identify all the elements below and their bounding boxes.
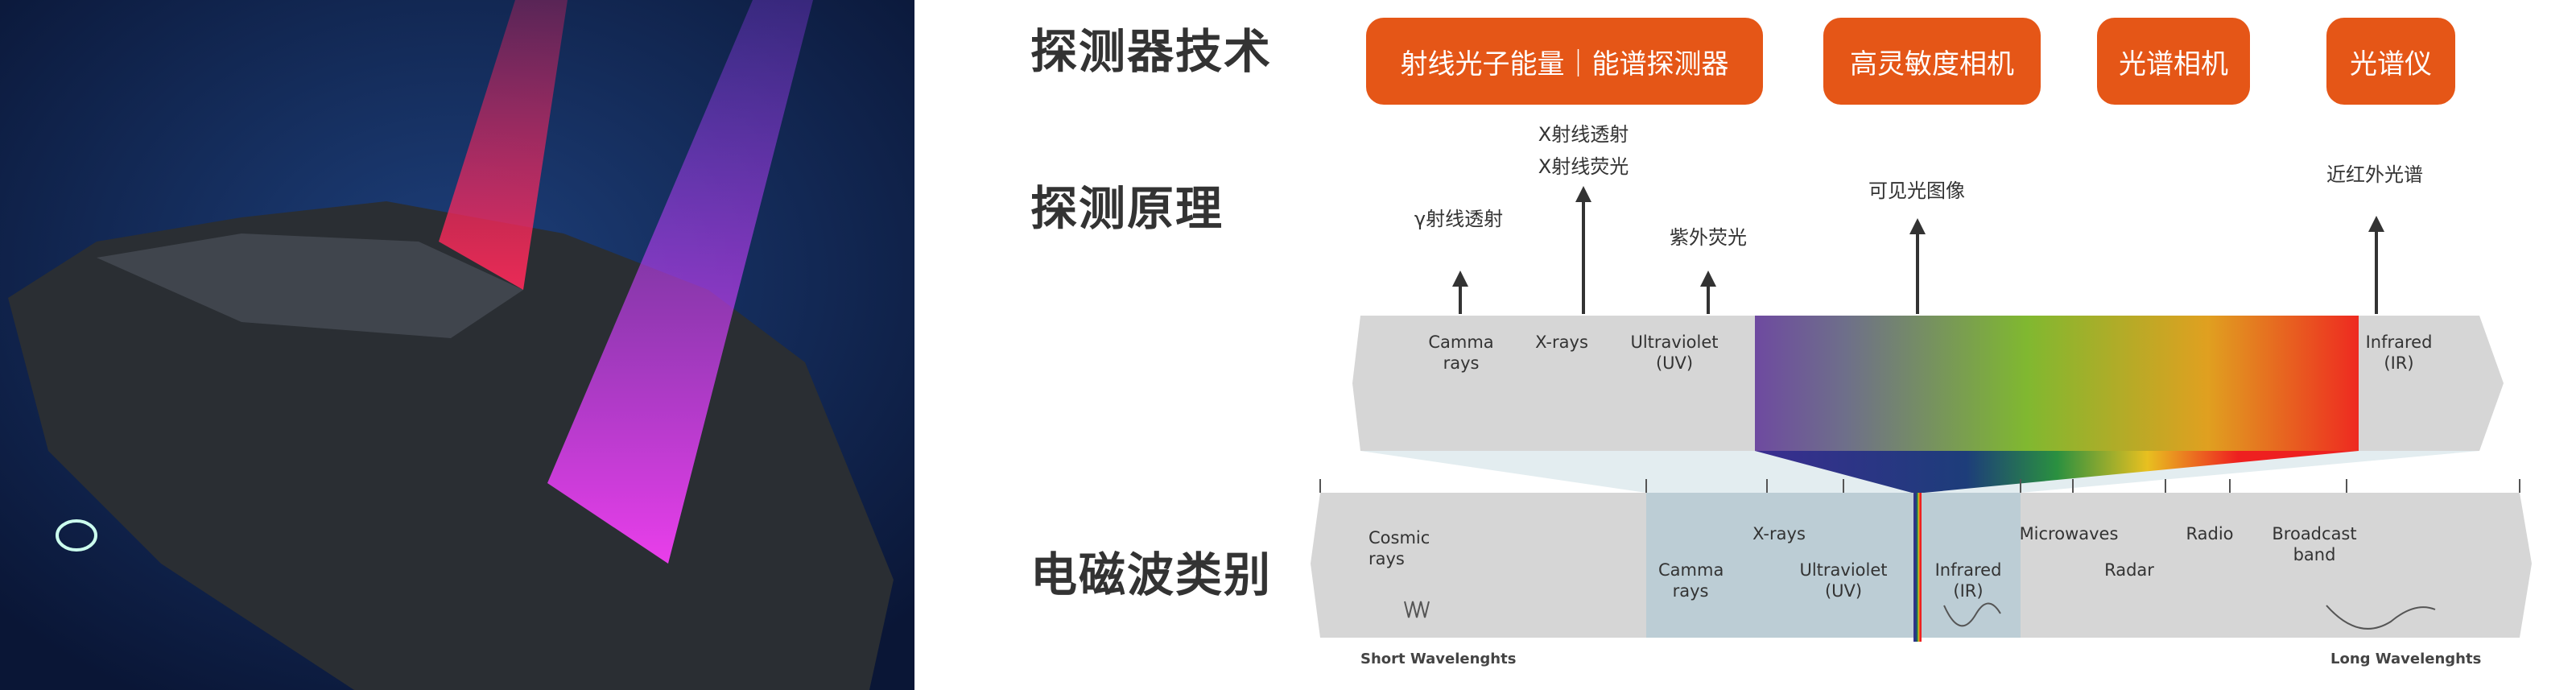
arrow-up-icon <box>2368 216 2384 314</box>
lower-xray: X-rays <box>1752 524 1806 543</box>
lower-ir-line2: (IR) <box>1953 581 1984 601</box>
section-em-category: 电磁波类别 <box>1030 547 1273 602</box>
arrow-up-icon <box>1909 218 1926 314</box>
section-detector-tech: 探测器技术 <box>1030 24 1273 79</box>
lower-gamma: Camma rays <box>1658 560 1724 601</box>
label-uv-fluorescence: 紫外荧光 <box>1670 226 1747 249</box>
arrow-up-icon <box>1452 271 1468 314</box>
arrow-up-icon <box>1575 186 1591 314</box>
lower-uv: Ultraviolet(UV) <box>1787 560 1900 601</box>
lower-microwaves: Microwaves <box>2019 524 2119 543</box>
lower-ir-line1: Infrared <box>1934 560 2002 580</box>
upper-uv-line1: Ultraviolet <box>1630 333 1719 352</box>
label-xray-fluorescence: X射线荧光 <box>1538 155 1629 178</box>
ore-laser-photo <box>0 0 914 690</box>
short-wavelengths: Short Wavelenghts <box>1360 651 1517 667</box>
lower-cosmic: Cosmic rays <box>1368 528 1430 568</box>
label-xray-transmission: X射线透射 <box>1538 123 1629 146</box>
spectrum-diagram <box>1311 316 2532 642</box>
upper-ir-line2: (IR) <box>2384 353 2414 373</box>
lower-radar: Radar <box>2104 560 2154 580</box>
upper-xray: X-rays <box>1535 333 1588 352</box>
lower-uv-line1: Ultraviolet <box>1799 560 1888 580</box>
btn-energy-detector[interactable]: 射线光子能量｜能谱探测器 <box>1366 18 1763 105</box>
upper-uv-line2: (UV) <box>1655 353 1694 373</box>
label-nir: 近红外光谱 <box>2326 163 2423 186</box>
lower-broadcast: Broadcast band <box>2272 524 2357 564</box>
lower-radio: Radio <box>2186 524 2234 543</box>
section-principle: 探测原理 <box>1030 181 1224 236</box>
lower-uv-line2: (UV) <box>1824 581 1863 601</box>
lower-ir: Infrared(IR) <box>1924 560 2013 601</box>
btn-spectrometer[interactable]: 光谱仪 <box>2326 18 2455 105</box>
upper-ir-line1: Infrared <box>2365 333 2433 352</box>
btn-hs-camera[interactable]: 高灵敏度相机 <box>1823 18 2041 105</box>
btn-spectral-camera[interactable]: 光谱相机 <box>2097 18 2250 105</box>
label-visible: 可见光图像 <box>1868 180 1965 202</box>
upper-gamma: Camma rays <box>1428 333 1494 373</box>
upper-ir: Infrared(IR) <box>2359 332 2439 374</box>
long-wavelengths: Long Wavelenghts <box>2330 651 2482 667</box>
upper-uv: Ultraviolet(UV) <box>1618 332 1731 374</box>
arrow-up-icon <box>1700 271 1716 314</box>
label-gamma: γ射线透射 <box>1414 208 1504 230</box>
